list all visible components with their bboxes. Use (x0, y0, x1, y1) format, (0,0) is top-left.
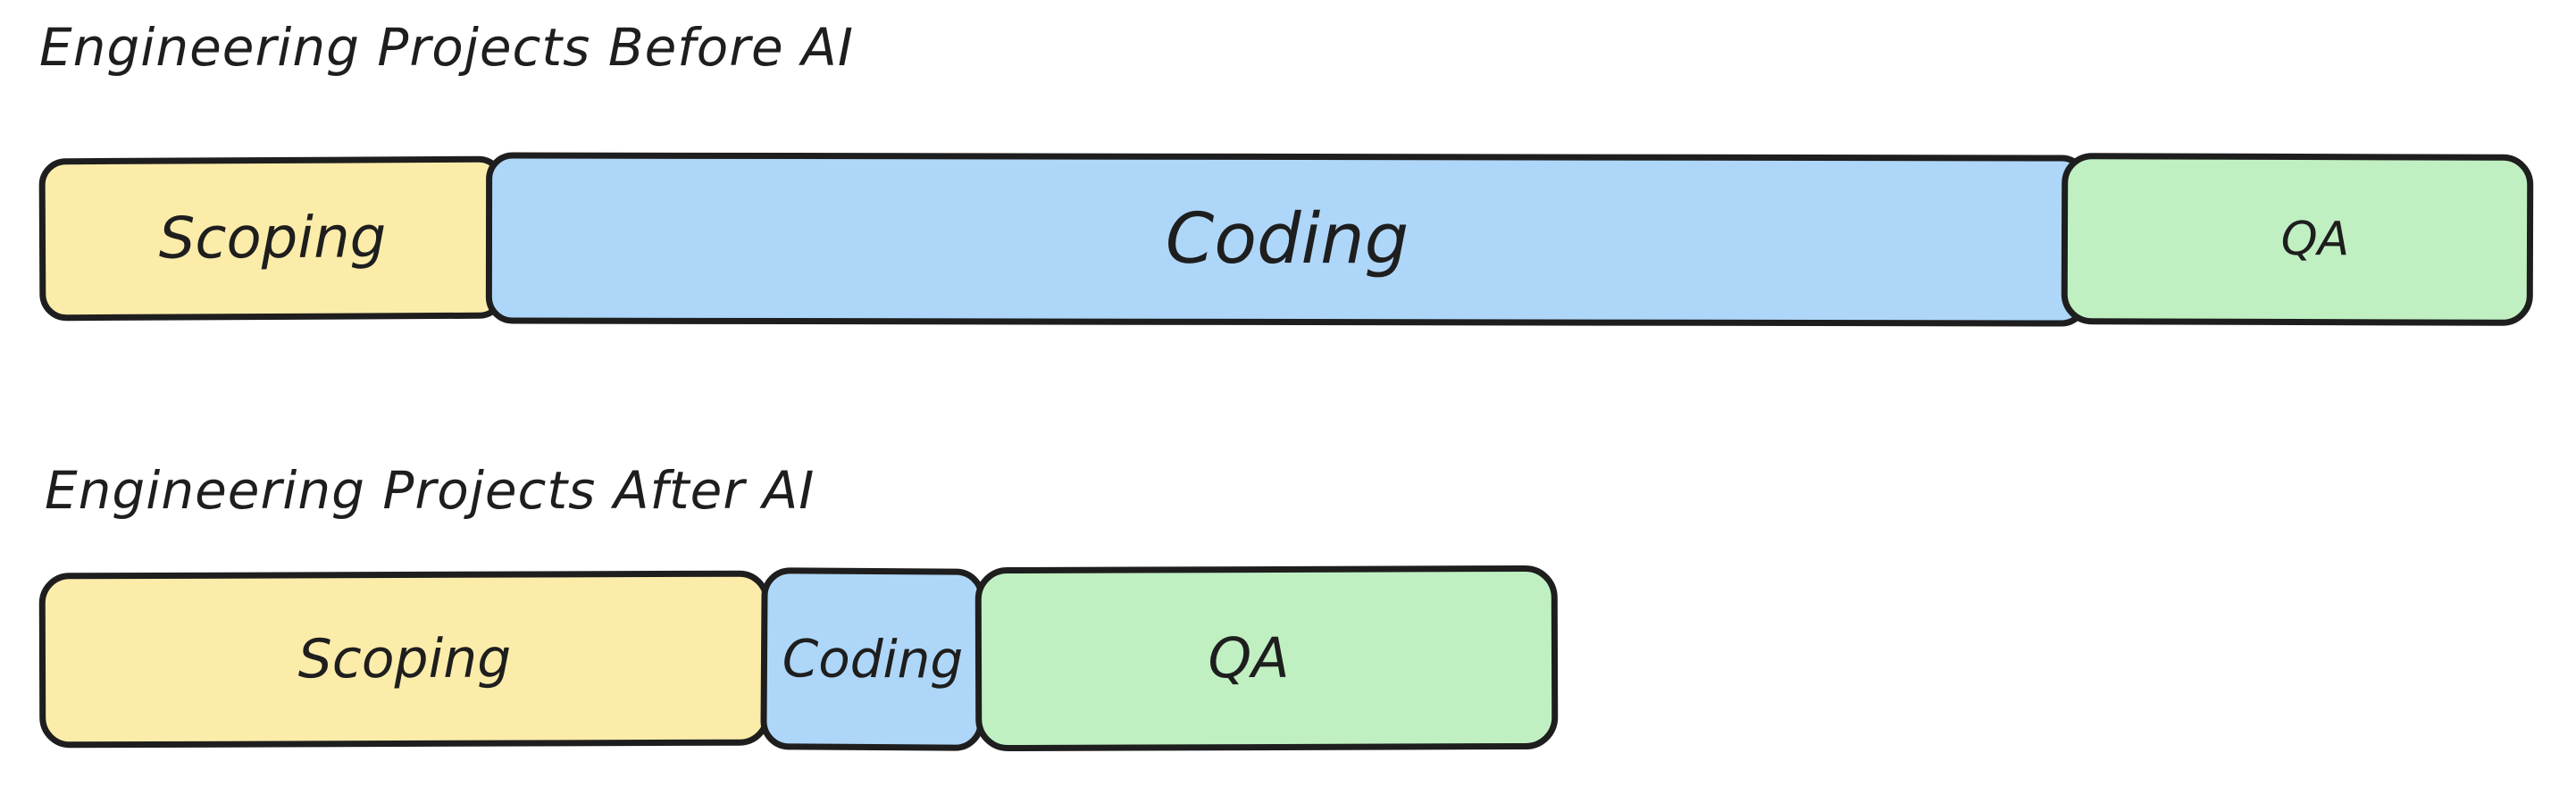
before-coding-segment: Coding (485, 152, 2089, 327)
after-qa-label: QA (1208, 624, 1290, 691)
before-qa-segment: QA (2061, 153, 2534, 326)
after-coding-segment: Coding (760, 567, 985, 751)
before-scoping-segment: Scoping (38, 155, 506, 322)
before-qa-label: QA (2280, 212, 2350, 267)
before-ai-title: Engineering Projects Before AI (39, 17, 854, 78)
after-ai-title: Engineering Projects After AI (45, 460, 815, 521)
before-scoping-label: Scoping (158, 205, 387, 272)
after-qa-segment: QA (974, 565, 1559, 752)
before-coding-label: Coding (1165, 198, 1409, 280)
after-coding-label: Coding (782, 628, 964, 690)
after-scoping-label: Scoping (297, 627, 512, 691)
after-scoping-segment: Scoping (38, 570, 771, 749)
